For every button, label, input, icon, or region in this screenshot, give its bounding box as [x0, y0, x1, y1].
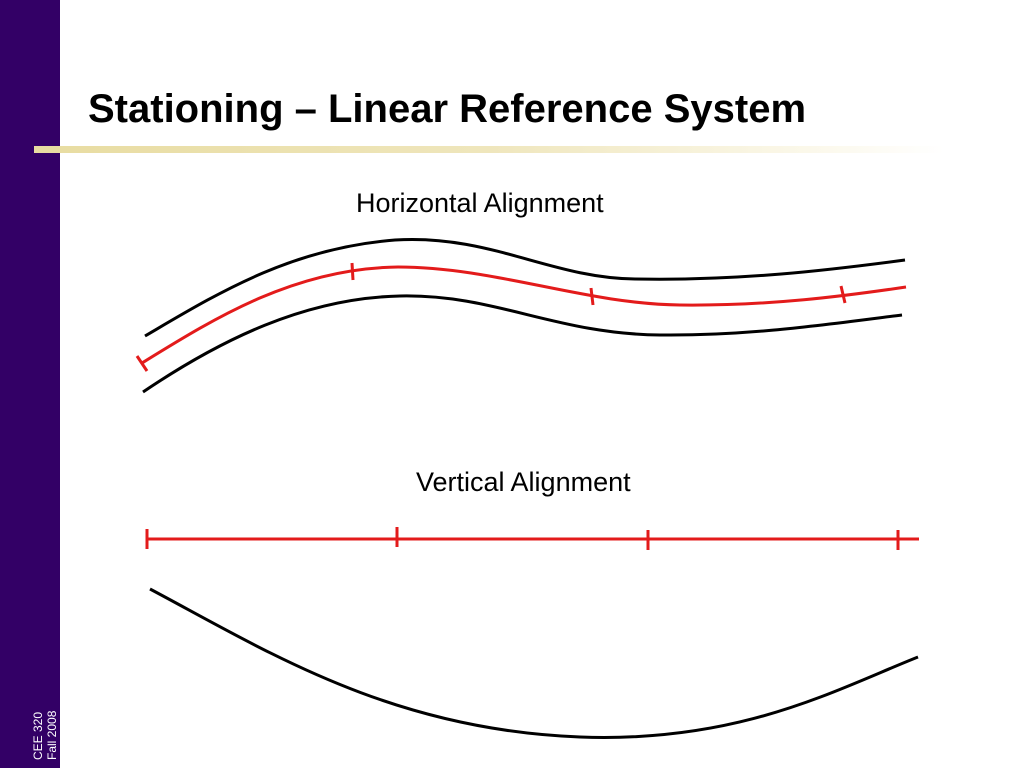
horizontal-station-tick-2 [350, 262, 355, 281]
horizontal-road-edge-top [144, 237, 906, 338]
slide-title: Stationing – Linear Reference System [88, 87, 807, 131]
horizontal-centerline [141, 265, 907, 365]
vertical-profile-curve [149, 587, 919, 739]
sidebar: CEE 320 Fall 2008 [0, 0, 60, 768]
horizontal-station-tick-3 [589, 287, 595, 306]
title-rule [34, 146, 944, 153]
horizontal-road-edge-bottom [142, 294, 903, 394]
horizontal-station-tick-1 [135, 355, 149, 372]
horizontal-alignment-label: Horizontal Alignment [356, 188, 604, 218]
horizontal-station-tick-4 [839, 285, 847, 304]
vertical-alignment-label: Vertical Alignment [416, 467, 631, 497]
